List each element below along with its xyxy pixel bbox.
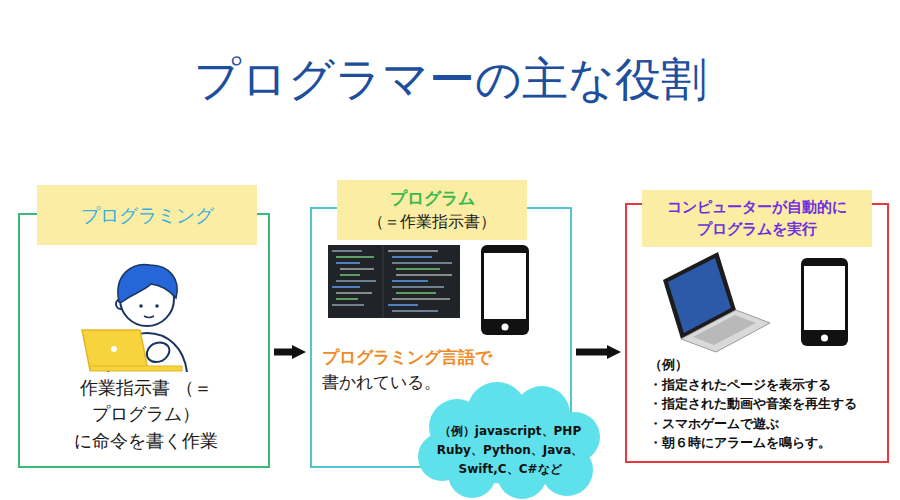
phone-button — [502, 324, 509, 331]
code-line — [340, 274, 360, 276]
laptop-keyboard — [693, 315, 756, 345]
phone-screen — [804, 266, 845, 330]
code-line — [392, 310, 438, 312]
panel-heading: コンピューターが自動的に プログラムを実行 — [648, 197, 866, 241]
example-label: （例） — [649, 355, 883, 375]
text-group: 作業指示書 （＝プログラム） に命令を書く作業 — [66, 375, 226, 454]
list-item: ・指定されたページを表示する — [649, 375, 883, 395]
person-mouth — [144, 316, 154, 318]
text-group: （例）・指定されたページを表示する・指定された動画や音楽を再生する・スマホゲーム… — [649, 355, 883, 453]
person-hair — [118, 265, 177, 302]
code-line — [336, 256, 374, 258]
list-item: ・指定された動画や音楽を再生する — [649, 394, 883, 414]
callout-text: （例）javascript、PHP Ruby、Python、Java、 Swif… — [429, 422, 591, 480]
laptop-screen — [82, 330, 148, 370]
code-line — [396, 274, 452, 276]
code-line — [392, 256, 432, 258]
panel-subheading: （＝作業指示書） — [368, 211, 496, 233]
laptop-base — [681, 310, 770, 352]
diagram-title: プログラマーの主な役割 — [0, 52, 900, 107]
laptop-base — [90, 366, 182, 371]
heading-band: プログラミング — [37, 185, 257, 245]
code-line — [336, 280, 376, 282]
flow-arrow — [576, 349, 607, 356]
phone-button — [821, 335, 828, 342]
code-line — [336, 262, 360, 264]
phone-body — [481, 245, 529, 335]
code-line — [332, 304, 364, 306]
phone-illustration — [481, 245, 529, 335]
panel-heading: プログラミング — [81, 203, 214, 228]
callout-cloud: （例）javascript、PHP Ruby、Python、Java、 Swif… — [417, 382, 602, 500]
laptop-logo — [111, 346, 117, 352]
code-line — [392, 286, 444, 288]
process-panel: コンピューターが自動的に プログラムを実行（例）・指定されたページを表示する・指… — [625, 203, 889, 463]
code-line — [396, 292, 436, 294]
code-line — [332, 250, 362, 252]
text-group: （例）javascript、PHP Ruby、Python、Java、 Swif… — [429, 422, 591, 480]
code-line — [392, 298, 450, 300]
heading-band: プログラム（＝作業指示書） — [337, 180, 527, 240]
panel-body: 作業指示書 （＝プログラム） に命令を書く作業 — [66, 375, 226, 454]
person-hand — [147, 343, 169, 362]
code-line — [340, 268, 374, 270]
list-item: ・スマホゲームで遊ぶ — [649, 414, 883, 434]
code-line — [396, 268, 440, 270]
panel-heading: プログラム — [390, 187, 475, 211]
code-background — [328, 245, 460, 318]
person-illustration — [82, 265, 187, 372]
phone-screen — [484, 253, 526, 319]
code-line — [332, 286, 360, 288]
laptop-illustration — [663, 252, 770, 352]
process-panel: プログラミング作業指示書 （＝プログラム） に命令を書く作業 — [18, 213, 270, 468]
person-eye — [139, 304, 143, 308]
panel-body: 書かれている。 — [322, 370, 562, 395]
flow-arrow — [274, 349, 292, 356]
phone-body — [801, 258, 848, 346]
code-line — [388, 304, 418, 306]
code-line — [392, 262, 452, 264]
text-group: プログラミング言語で書かれている。 — [322, 345, 562, 394]
highlight-text: プログラミング言語で — [322, 345, 562, 370]
code-line — [336, 298, 358, 300]
code-line — [388, 250, 438, 252]
code-line — [392, 280, 428, 282]
code-divider — [383, 245, 384, 318]
list-item: ・朝６時にアラームを鳴らす。 — [649, 433, 883, 453]
phone-illustration — [801, 258, 848, 346]
code-screenshot — [328, 245, 460, 318]
code-line — [336, 292, 372, 294]
cloud-shape — [417, 382, 602, 500]
process-panel: （例）javascript、PHP Ruby、Python、Java、 Swif… — [310, 207, 572, 468]
person-eye — [155, 304, 159, 308]
heading-band: コンピューターが自動的に プログラムを実行 — [642, 190, 872, 247]
